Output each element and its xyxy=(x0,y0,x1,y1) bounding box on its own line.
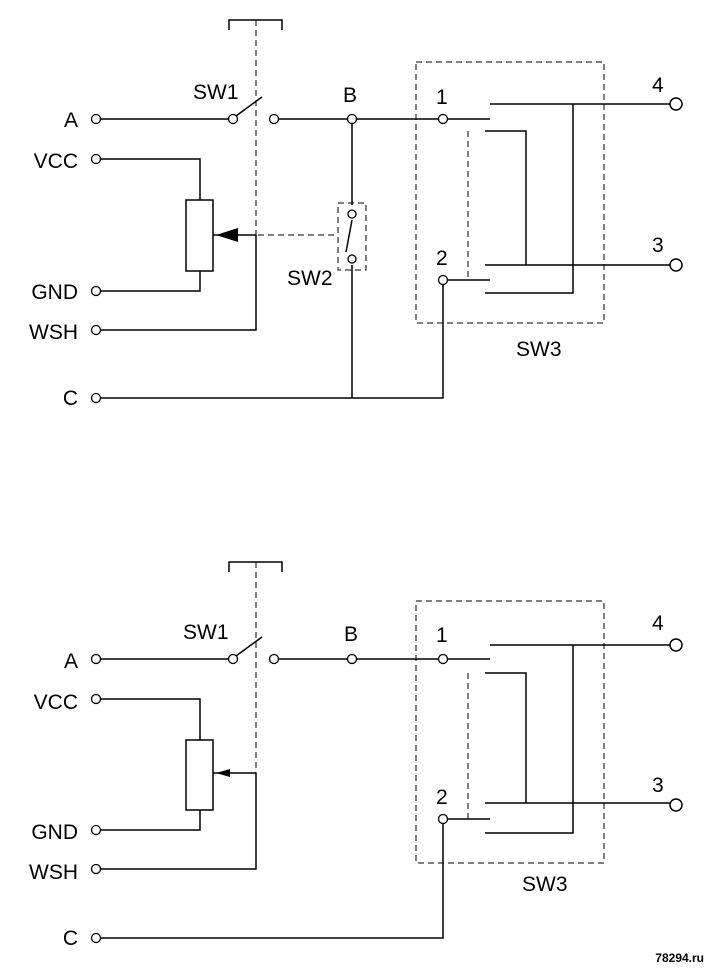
terminal-gnd xyxy=(90,824,102,836)
terminal-vcc xyxy=(90,693,102,705)
terminal-a xyxy=(90,653,102,665)
sw3-label: SW3 xyxy=(522,873,568,896)
output-4 xyxy=(669,638,683,652)
terminal-wsh-label: WSH xyxy=(29,321,78,344)
node-b xyxy=(346,653,358,665)
terminal-gnd xyxy=(90,285,102,297)
sw1-switch xyxy=(228,561,283,773)
output-3 xyxy=(669,798,683,812)
terminal-a-label: A xyxy=(64,109,78,132)
terminal-wsh xyxy=(90,324,102,336)
potentiometer xyxy=(185,199,256,272)
output-3-label: 3 xyxy=(652,234,664,257)
terminal-c-label: C xyxy=(63,387,78,410)
sw1-switch xyxy=(228,19,283,235)
sw3-pin-2-label: 2 xyxy=(436,247,448,270)
output-4-label: 4 xyxy=(652,612,664,635)
output-3-label: 3 xyxy=(652,774,664,797)
sw3-label: SW3 xyxy=(516,338,562,361)
wires xyxy=(101,103,671,399)
output-3 xyxy=(669,258,683,272)
sw3-pin-1 xyxy=(437,653,449,665)
terminal-vcc-label: VCC xyxy=(34,150,78,173)
sw3-pin-1-label: 1 xyxy=(436,624,448,647)
watermark: 78294.ru xyxy=(655,951,704,965)
sw3-pin-1 xyxy=(437,113,449,125)
node-b-label: B xyxy=(343,84,357,107)
node-b-label: B xyxy=(344,623,358,646)
terminal-c xyxy=(90,932,102,944)
sw3-pin-2 xyxy=(437,813,449,825)
terminal-gnd-label: GND xyxy=(31,821,78,844)
top-circuit: A VCC GND WSH C SW1 B SW2 SW3 1 2 4 3 xyxy=(29,19,683,410)
sw2-switch xyxy=(238,202,367,271)
sw1-contact-right xyxy=(268,653,280,665)
sw3-pin-2-label: 2 xyxy=(436,786,448,809)
output-4 xyxy=(669,97,683,111)
sw1-contact-left xyxy=(227,113,239,125)
potentiometer xyxy=(185,739,256,811)
terminal-gnd-label: GND xyxy=(31,281,78,304)
terminal-c xyxy=(90,392,102,404)
bottom-circuit: A VCC GND WSH C SW1 B SW3 1 2 4 3 xyxy=(29,561,683,950)
sw1-label: SW1 xyxy=(183,621,229,644)
terminal-wsh-label: WSH xyxy=(29,861,78,884)
sw1-contact-left xyxy=(227,653,239,665)
sw3-switch xyxy=(415,600,605,864)
sw1-contact-right xyxy=(268,113,280,125)
sw3-pin-2 xyxy=(437,274,449,286)
sw2-label: SW2 xyxy=(287,267,333,290)
sw1-label: SW1 xyxy=(193,81,239,104)
node-b xyxy=(346,113,358,125)
sw3-pin-1-label: 1 xyxy=(436,86,448,109)
terminal-vcc xyxy=(90,153,102,165)
wires xyxy=(101,644,671,939)
terminal-c-label: C xyxy=(63,927,78,950)
terminal-a xyxy=(90,113,102,125)
output-4-label: 4 xyxy=(652,74,664,97)
terminal-vcc-label: VCC xyxy=(34,691,78,714)
sw3-switch xyxy=(415,61,605,324)
terminal-wsh xyxy=(90,863,102,875)
terminal-a-label: A xyxy=(64,650,78,673)
